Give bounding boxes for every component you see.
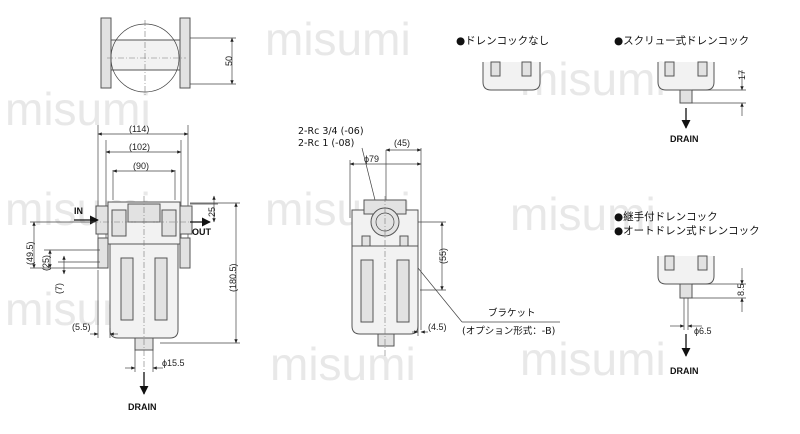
dim-17: 17 bbox=[737, 70, 747, 80]
dim-102: (102) bbox=[129, 142, 150, 152]
watermark: misumi bbox=[5, 83, 151, 135]
bracket-label-2: (オプション形式：-B) bbox=[462, 325, 555, 337]
watermark: misumi bbox=[270, 338, 416, 390]
watermark: misumi bbox=[520, 333, 666, 385]
dim-phi-79: ϕ79 bbox=[364, 154, 379, 164]
front-view: (114) (102) (90) IN OUT 25 bbox=[25, 124, 240, 412]
out-label: OUT bbox=[192, 227, 212, 237]
dim-25-left: (25) bbox=[41, 255, 51, 271]
dim-8-5: 8.5 bbox=[736, 283, 746, 296]
dim-55: (55) bbox=[438, 248, 448, 264]
dim-180-5: (180.5) bbox=[228, 263, 238, 292]
drain-label-front: DRAIN bbox=[128, 402, 157, 412]
variant-fitting-drain-cock: ●継手付ドレンコック ●オートドレン式ドレンコック 8.5 ϕ6.5 DRAIN bbox=[614, 210, 760, 376]
port-label-1: 2-Rc 3/4 (-06) bbox=[298, 126, 364, 137]
dim-114: (114) bbox=[129, 124, 149, 134]
drain-label-fitting: DRAIN bbox=[670, 366, 699, 376]
heading-no-drain-cock: ●ドレンコックなし bbox=[456, 35, 549, 47]
dim-45: (45) bbox=[394, 138, 410, 148]
dim-50: 50 bbox=[224, 56, 234, 66]
port-label-2: 2-Rc 1 (-08) bbox=[298, 138, 354, 149]
watermark: misumi bbox=[510, 188, 656, 240]
variant-screw-drain-cock: ●スクリュー式ドレンコック 17 DRAIN bbox=[614, 34, 749, 144]
dim-90: (90) bbox=[133, 161, 149, 171]
heading-screw-drain-cock: ●スクリュー式ドレンコック bbox=[614, 34, 749, 47]
watermark: misumi bbox=[265, 13, 411, 65]
in-label: IN bbox=[74, 206, 83, 216]
watermark-group: misumi misumi misumi misumi misumi misum… bbox=[5, 13, 666, 390]
dim-25-out: 25 bbox=[207, 207, 217, 217]
dim-7: (7) bbox=[54, 283, 64, 294]
dim-49-5: (49.5) bbox=[25, 241, 35, 265]
bracket-label-1: ブラケット bbox=[488, 307, 536, 319]
dim-4-5: (4.5) bbox=[428, 322, 447, 332]
side-view: 2-Rc 3/4 (-06) 2-Rc 1 (-08) (45) ϕ79 (55… bbox=[298, 126, 560, 356]
dim-5-5: (5.5) bbox=[72, 322, 91, 332]
heading-fitting-drain-cock: ●継手付ドレンコック bbox=[614, 210, 718, 223]
drain-label-screw: DRAIN bbox=[670, 134, 699, 144]
variant-no-drain-cock: ●ドレンコックなし bbox=[456, 35, 549, 91]
watermark: misumi bbox=[520, 53, 666, 105]
dim-phi-6-5: ϕ6.5 bbox=[694, 326, 712, 336]
dim-phi-15-5: ϕ15.5 bbox=[162, 358, 185, 368]
top-view: 50 bbox=[100, 17, 236, 95]
heading-auto-drain-cock: ●オートドレン式ドレンコック bbox=[614, 224, 760, 237]
